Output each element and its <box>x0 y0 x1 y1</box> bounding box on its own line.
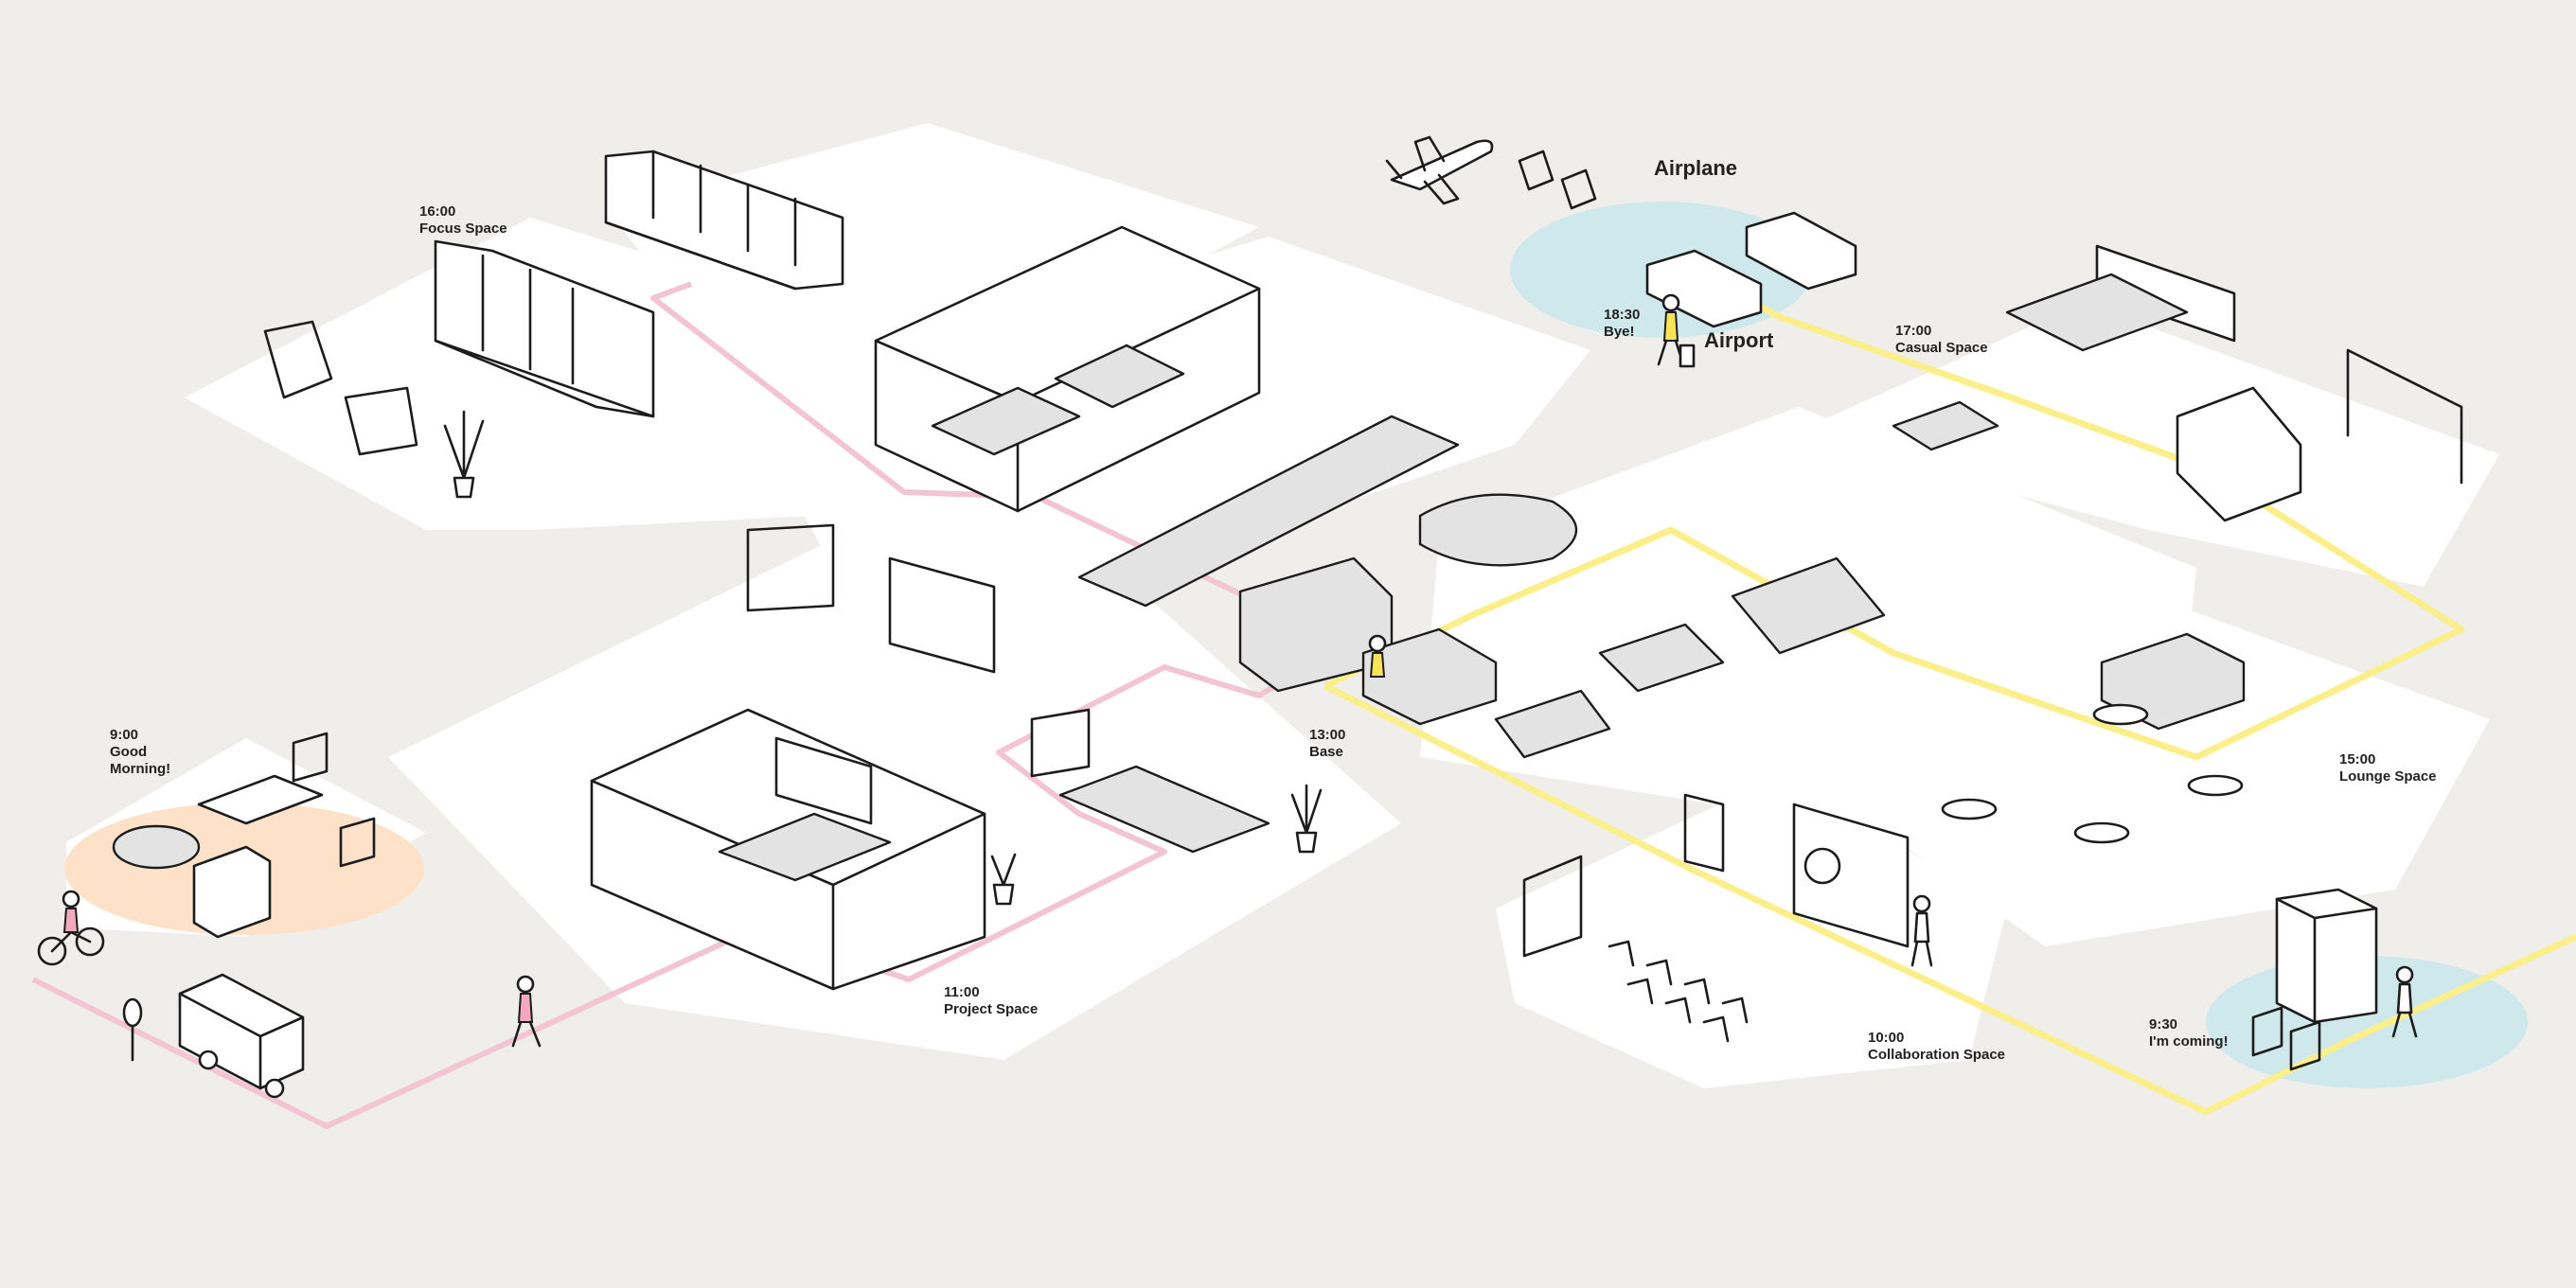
lounge-space-name: Lounge Space <box>2339 768 2437 785</box>
label-collaboration-space: 10:00 Collaboration Space <box>1868 1030 2005 1063</box>
meeting-glass-room <box>874 225 1261 513</box>
collaboration-space-name: Collaboration Space <box>1868 1047 2005 1063</box>
person-traveller <box>1657 293 1696 368</box>
home-area <box>112 732 376 939</box>
project-space-time: 11:00 <box>944 984 980 1000</box>
base-name: Base <box>1309 744 1343 760</box>
person-arriving <box>2391 965 2418 1038</box>
im-coming-time: 9:30 <box>2149 1016 2177 1032</box>
person-presenter <box>1910 894 1933 967</box>
desk-area <box>1494 556 1886 759</box>
collaboration-space-time: 10:00 <box>1868 1030 1904 1046</box>
arrival-booth <box>2251 888 2378 1071</box>
airplane-icon <box>1385 135 1494 205</box>
bus <box>178 973 305 1099</box>
focus-booths <box>263 150 844 456</box>
casual-space-name: Casual Space <box>1895 340 1988 356</box>
base-time: 13:00 <box>1309 727 1345 743</box>
label-casual-space: 17:00 Casual Space <box>1895 323 1988 356</box>
label-project-space: 11:00 Project Space <box>944 984 1038 1017</box>
label-good-morning: 9:00 Good Morning! <box>110 727 170 777</box>
person-base <box>1368 634 1387 678</box>
project-tables <box>1030 708 1270 854</box>
bus-stop-sign-icon <box>122 997 143 1062</box>
lounge-space <box>1941 632 2246 844</box>
label-base: 13:00 Base <box>1309 727 1345 760</box>
plant-icons <box>443 410 1323 906</box>
airport-time: 18:30 <box>1604 307 1640 323</box>
person-cyclist <box>62 890 80 933</box>
good-morning-line1: Good <box>110 744 147 760</box>
casual-space <box>1892 244 2463 522</box>
focus-space-time: 16:00 <box>419 203 455 220</box>
focus-space-name: Focus Space <box>419 221 507 237</box>
floor-plates <box>66 123 2499 1088</box>
person-walking <box>511 975 542 1048</box>
good-morning-time: 9:00 <box>110 727 138 743</box>
project-space-name: Project Space <box>944 1001 1038 1017</box>
lounge-space-time: 15:00 <box>2339 751 2375 768</box>
floor-lounge-area <box>1780 606 2490 946</box>
good-morning-line2: Morning! <box>110 761 170 777</box>
casual-space-time: 17:00 <box>1895 323 1931 339</box>
label-im-coming: 9:30 I'm coming! <box>2149 1016 2229 1050</box>
airplane-label: Airplane <box>1654 156 1737 180</box>
project-meeting-room <box>590 523 996 991</box>
airport-name: Airport <box>1704 328 1774 352</box>
airport-bye: Bye! <box>1604 324 1635 340</box>
yellow-path <box>1324 280 2576 1116</box>
people <box>62 293 2418 1048</box>
base-long-table <box>1077 415 1578 726</box>
label-lounge-space: 15:00 Lounge Space <box>2339 751 2437 785</box>
focus-desks <box>263 320 418 456</box>
label-airport: 18:30 Bye! Airport <box>1604 307 1774 352</box>
im-coming-text: I'm coming! <box>2149 1033 2229 1050</box>
label-focus-space: 16:00 Focus Space <box>419 203 507 237</box>
collaboration-area <box>1522 793 1910 1043</box>
